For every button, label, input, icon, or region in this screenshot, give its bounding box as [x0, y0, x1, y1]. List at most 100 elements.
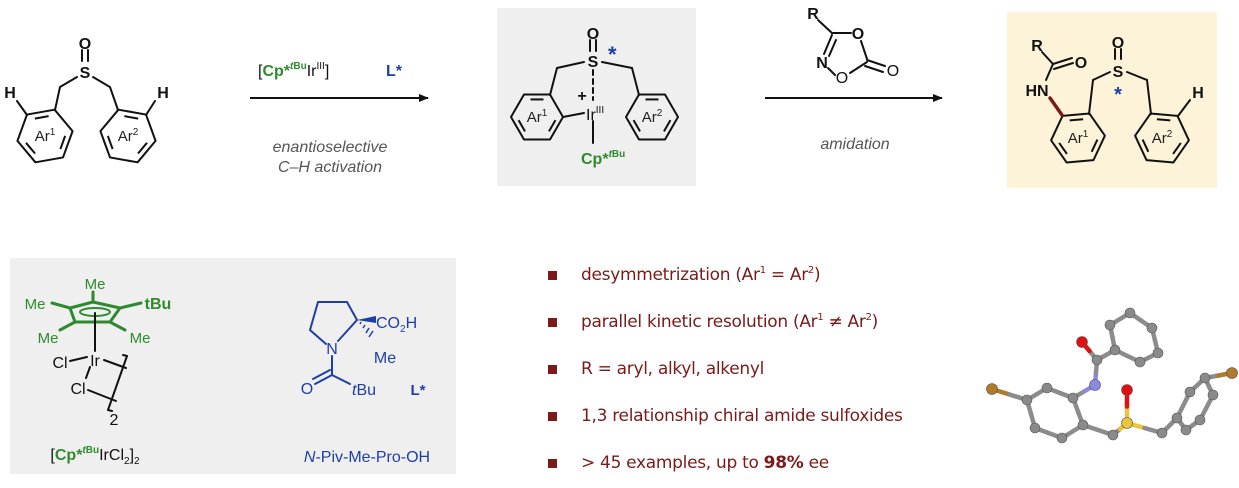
bullet-square-icon [548, 412, 557, 421]
xray-atom-p5 [1152, 347, 1164, 359]
xray-atom-b4 [1207, 389, 1219, 401]
xray-atom-c [1091, 354, 1103, 366]
highlight-item: 1,3 relationship chiral amide sulfoxides [545, 403, 903, 450]
xray-atom-p3 [1124, 307, 1136, 319]
highlight-text: > 45 examples, up to 98% ee [581, 453, 829, 473]
xray-atom-p4 [1146, 322, 1158, 334]
amide-sulfoxide-product: R O HN O S * H Ar1 Ar2 [1025, 35, 1203, 147]
amide-oxygen-label: O [1075, 55, 1087, 72]
highlight-text: 1,3 relationship chiral amide sulfoxides [581, 406, 903, 426]
iridium-label: Ir [90, 353, 100, 370]
ring-nitrogen: N [816, 55, 828, 72]
xray-atom-ch2 [1107, 429, 1119, 441]
xray-atom-s [1121, 417, 1133, 429]
me-left: Me [25, 296, 46, 313]
ligand-name: N-Piv-Me-Pro-OH [304, 449, 430, 466]
carboxylic-acid-label: CO2H [376, 315, 417, 335]
hydrogen-left-label: H [4, 85, 16, 102]
iridium-label: IrIII [586, 105, 604, 124]
ar2-label: Ar2 [642, 108, 663, 126]
me-top: Me [85, 276, 106, 293]
highlight-item: > 45 examples, up to 98% ee [545, 450, 903, 488]
r-group-label: R [1031, 38, 1043, 55]
ar2-label: Ar2 [118, 127, 139, 145]
xray-atom-o2 [1121, 384, 1133, 396]
intermediate-box [497, 8, 696, 186]
xray-atom-br1 [986, 383, 998, 395]
me-lower-right: Me [130, 330, 151, 347]
oxygen-label: O [587, 26, 599, 43]
amidation-label: amidation [820, 136, 889, 153]
positive-charge: + [577, 88, 586, 105]
carbonyl-oxygen: O [887, 63, 899, 80]
chloride-2: Cl [70, 381, 85, 398]
xray-atom-p1 [1109, 344, 1121, 356]
catalyst-reagent: [Cp*tBuIrIII] [258, 61, 329, 80]
chiral-ligand-tag: L* [386, 63, 403, 80]
benzene-ring-ar2 [625, 93, 679, 141]
ar1-label: Ar1 [35, 127, 56, 145]
bullet-square-icon [548, 318, 557, 327]
step2-arrow-group: R O N O O amidation [765, 6, 943, 153]
ar1-label: Ar1 [527, 108, 548, 126]
ar1-label: Ar1 [1068, 129, 1089, 147]
ligand-tag: L* [411, 382, 426, 399]
xray-atom-a5 [1056, 432, 1068, 444]
chiral-ligand-structure: CO2H N Me O tBu L* N-Piv-Me-Pro-OH [301, 301, 430, 466]
tbu-substituent: tBu [145, 296, 172, 313]
oxygen-label: O [79, 36, 91, 53]
sulfur-label: S [1113, 64, 1124, 81]
bullet-square-icon [548, 365, 557, 374]
xray-atom-n [1089, 379, 1101, 391]
xray-atom-a6 [1029, 422, 1041, 434]
iridacycle-intermediate: O S * + IrIII Cp*tBu Ar1 Ar2 [527, 26, 663, 168]
ar2-label: Ar2 [1152, 129, 1173, 147]
xray-atom-b3 [1199, 372, 1211, 384]
starting-sulfoxide: O S H H Ar1 Ar2 [4, 36, 169, 145]
iridium-precatalyst-structure: Me Me tBu Me Me Ir Cl Cl 2 [Cp*tBuIrCl2]… [25, 276, 172, 467]
xray-atom-a3 [1067, 392, 1079, 404]
highlight-text: desymmetrization (Ar1 = Ar2) [581, 265, 821, 285]
r-group-label: R [807, 6, 819, 23]
condition-line-2: C–H activation [278, 159, 382, 176]
xray-atom-a2 [1041, 382, 1053, 394]
stereocenter-star: * [608, 42, 617, 67]
dioxazolone-reagent: R O N O O [807, 6, 899, 87]
hydrogen-label: H [1192, 85, 1204, 102]
amide-nh-label: HN [1025, 83, 1048, 100]
sulfoxide-oxygen-label: O [1112, 35, 1124, 52]
cp-ligand-label: Cp*tBu [581, 149, 625, 168]
product-box [1007, 12, 1217, 188]
stereocenter-star: * [1114, 84, 1122, 106]
xray-atom-o1 [1076, 336, 1088, 348]
dimer-subscript: 2 [110, 412, 119, 429]
xray-atom-a4 [1077, 419, 1089, 431]
xray-atom-b2 [1184, 386, 1196, 398]
ring-oxygen-bottom: O [836, 70, 848, 87]
carbonyl-oxygen-label: O [301, 381, 313, 398]
ring-oxygen-top: O [852, 26, 864, 43]
highlight-item: R = aryl, alkyl, alkenyl [545, 356, 903, 403]
step1-arrow-group: [Cp*tBuIrIII] L* enantioselective C–H ac… [250, 61, 429, 176]
xray-atom-p2 [1104, 319, 1116, 331]
xray-atom-b6 [1180, 424, 1192, 436]
xray-atom-ch2b [1156, 427, 1168, 439]
catalyst-panel-box [10, 258, 456, 474]
highlight-text: R = aryl, alkyl, alkenyl [581, 359, 765, 379]
precatalyst-name: [Cp*tBuIrCl2]2 [50, 445, 140, 467]
highlight-item: desymmetrization (Ar1 = Ar2) [545, 262, 903, 309]
condition-line-1: enantioselective [273, 139, 388, 156]
xray-atom-p6 [1134, 356, 1146, 368]
xray-atom-a1 [1021, 394, 1033, 406]
xray-atom-b5 [1194, 414, 1206, 426]
sulfur-label: S [588, 54, 599, 71]
me-lower-left: Me [38, 330, 59, 347]
chloride-1: Cl [52, 355, 67, 372]
xray-atom-b1 [1171, 412, 1183, 424]
highlights-list: desymmetrization (Ar1 = Ar2) parallel ki… [545, 262, 903, 488]
hydrogen-right-label: H [157, 85, 169, 102]
highlight-text: parallel kinetic resolution (Ar1 ≠ Ar2) [581, 312, 878, 332]
tbu-label: tBu [352, 382, 376, 399]
